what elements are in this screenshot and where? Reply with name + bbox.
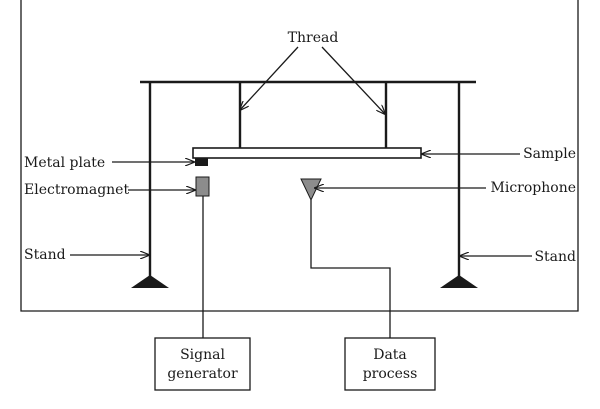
microphone-label: Microphone — [491, 180, 576, 196]
right-stand-base — [440, 275, 478, 288]
signal-generator-box — [154, 337, 251, 391]
sample-bar — [192, 147, 422, 159]
signal-generator-label-line1: Signal — [180, 347, 225, 363]
electromagnet-label: Electromagnet — [24, 182, 129, 198]
sample-label: Sample — [523, 146, 576, 162]
thread-arrow-right — [321, 46, 385, 114]
enclosure-frame — [20, 0, 579, 312]
signal-generator-label-line2: generator — [167, 366, 238, 382]
data-process-box — [344, 337, 436, 391]
data-process-label-line2: process — [363, 366, 418, 382]
microphone — [300, 178, 322, 202]
electromagnet — [195, 176, 210, 197]
stand-right-label: Stand — [534, 249, 576, 265]
data-process-label-line1: Data — [373, 347, 407, 363]
stand-left-label: Stand — [24, 247, 66, 263]
metal-plate — [195, 158, 208, 166]
thread-arrow-left — [240, 46, 299, 110]
thread-label: Thread — [288, 30, 339, 46]
left-stand-base — [131, 275, 169, 288]
data-wire — [310, 200, 391, 338]
metal-plate-label: Metal plate — [24, 155, 105, 171]
